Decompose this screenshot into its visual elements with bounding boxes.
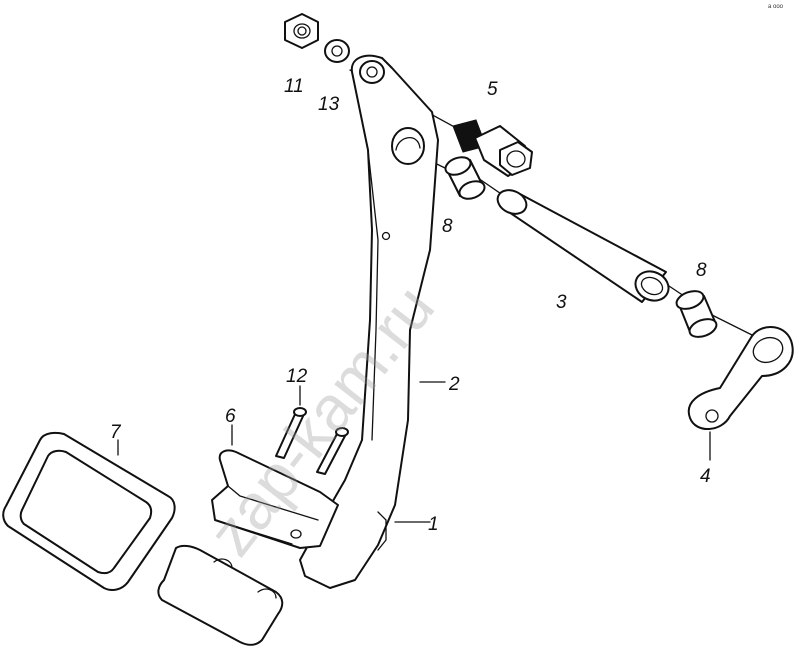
shaft-3 <box>496 189 670 303</box>
washer-13 <box>324 39 350 63</box>
callout-2: 2 <box>448 374 460 395</box>
bushing-8-upper <box>444 156 486 200</box>
nut-11 <box>284 13 319 49</box>
corner-mark: a ooo <box>768 4 784 10</box>
callout-3: 3 <box>556 292 567 313</box>
callout-13: 13 <box>318 94 340 115</box>
pins-12 <box>275 407 349 475</box>
callout-8-lower: 8 <box>696 260 707 281</box>
callout-7: 7 <box>110 422 122 443</box>
lever-4 <box>687 326 794 430</box>
callout-12: 12 <box>286 366 308 387</box>
callout-8-upper: 8 <box>442 216 453 237</box>
callout-4: 4 <box>700 466 711 487</box>
pedal-lever-2 <box>299 54 439 589</box>
callout-11: 11 <box>284 76 304 97</box>
bracket-6 <box>211 449 339 549</box>
callout-5: 5 <box>487 79 498 100</box>
bottom-plate <box>157 544 284 646</box>
callout-1: 1 <box>428 514 439 535</box>
bolt-5 <box>452 119 533 177</box>
pedal-pad-7 <box>2 431 176 591</box>
bushing-8-lower <box>675 290 718 338</box>
callout-6: 6 <box>225 406 236 427</box>
